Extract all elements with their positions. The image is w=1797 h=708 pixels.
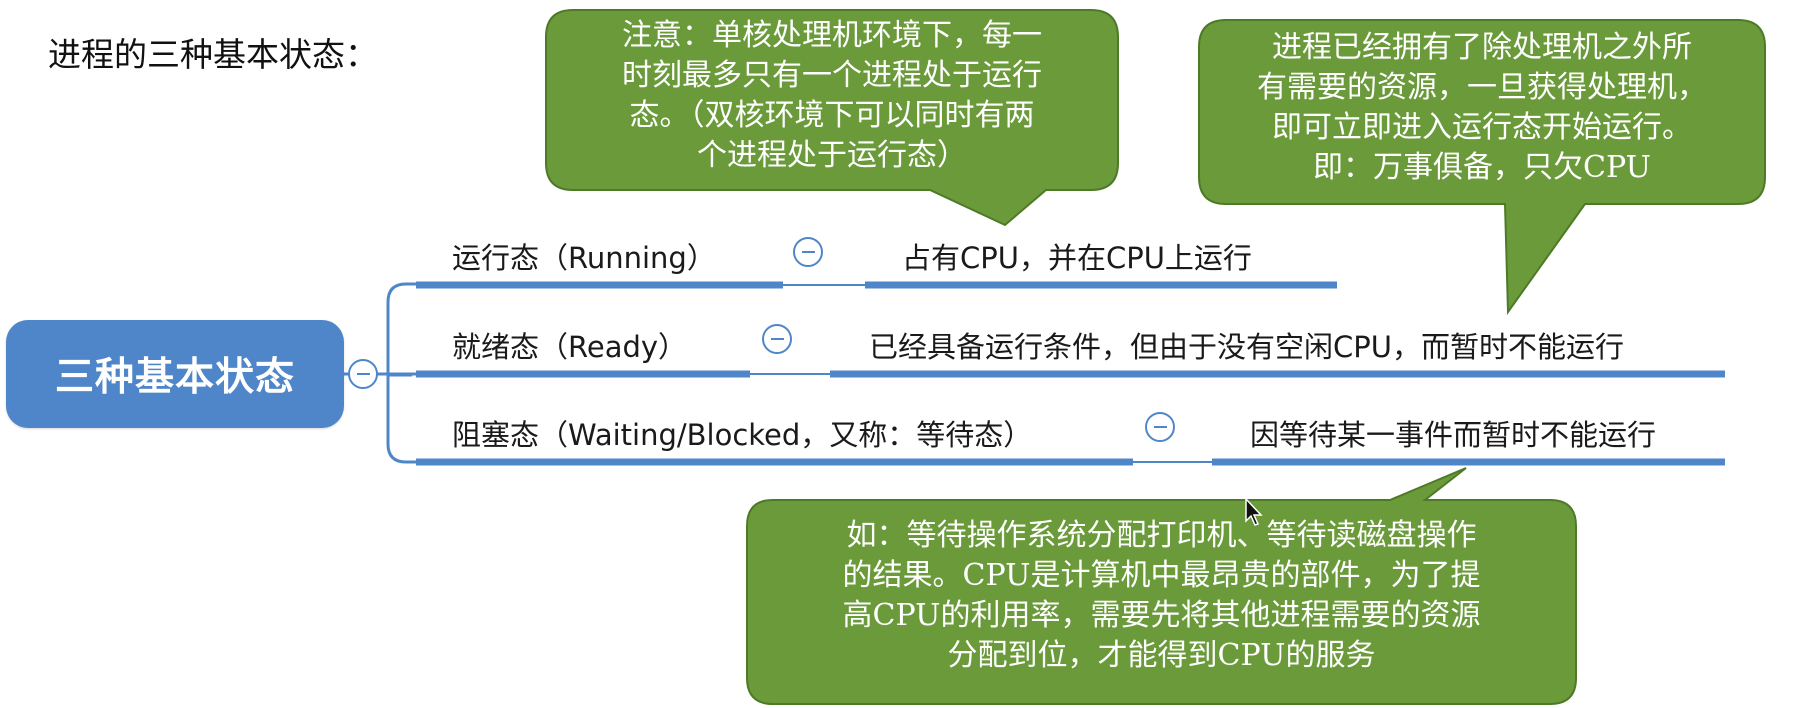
branch-label-running[interactable]: 运行态（Running） [452,241,716,275]
branch-desc-ready[interactable]: 已经具备运行条件，但由于没有空闲CPU，而暂时不能运行 [869,330,1624,364]
collapse-button-blocked[interactable] [1145,412,1175,442]
running-note-line: 注意：单核处理机环境下，每一 [622,18,1042,53]
branch-curve-running [386,282,418,377]
branch-label-blocked[interactable]: 阻塞态（Waiting/Blocked，又称：等待态） [452,418,1033,452]
branch-curve-blocked [386,375,418,464]
blocked-note-line: 分配到位，才能得到CPU的服务 [947,638,1376,673]
running-note-text: 注意：单核处理机环境下，每一 时刻最多只有一个进程处于运行 态。（双核环境下可以… [546,16,1118,176]
root-collapse-button[interactable] [348,359,378,389]
page-title: 进程的三种基本状态： [48,35,378,74]
ready-note-line: 即可立即进入运行态开始运行。 [1272,110,1692,145]
blocked-note-line: 如：等待操作系统分配打印机、等待读磁盘操作 [846,518,1477,553]
ready-note-line: 即：万事俱备，只欠CPU [1313,150,1651,185]
collapse-button-ready[interactable] [762,324,792,354]
blocked-note-line: 高CPU的利用率，需要先将其他进程需要的资源 [842,598,1481,633]
root-node[interactable]: 三种基本状态 [6,320,344,428]
minus-icon [801,250,815,254]
running-note-line: 态。（双核环境下可以同时有两 [629,98,1035,133]
branch-label-ready[interactable]: 就绪态（Ready） [452,330,688,364]
blocked-note-text: 如：等待操作系统分配打印机、等待读磁盘操作 的结果。CPU是计算机中最昂贵的部件… [747,516,1576,676]
collapse-button-running[interactable] [793,237,823,267]
mouse-cursor-icon [1245,497,1263,526]
minus-icon [770,337,784,341]
running-note-line: 时刻最多只有一个进程处于运行 [622,58,1042,93]
running-note-bubble [545,9,1119,227]
branch-desc-blocked[interactable]: 因等待某一事件而暂时不能运行 [1250,418,1657,452]
minus-icon [356,372,370,376]
blocked-note-line: 的结果。CPU是计算机中最昂贵的部件，为了提 [842,558,1481,593]
running-note-line: 个进程处于运行态） [697,138,967,173]
ready-note-bubble [1198,19,1766,316]
minus-icon [1153,425,1167,429]
branch-desc-running[interactable]: 占有CPU，并在CPU上运行 [902,241,1252,275]
blocked-note-bubble [746,467,1577,705]
ready-note-line: 进程已经拥有了除处理机之外所 [1272,30,1692,65]
ready-note-text: 进程已经拥有了除处理机之外所 有需要的资源，一旦获得处理机， 即可立即进入运行态… [1199,28,1765,188]
ready-note-line: 有需要的资源，一旦获得处理机， [1257,70,1707,105]
